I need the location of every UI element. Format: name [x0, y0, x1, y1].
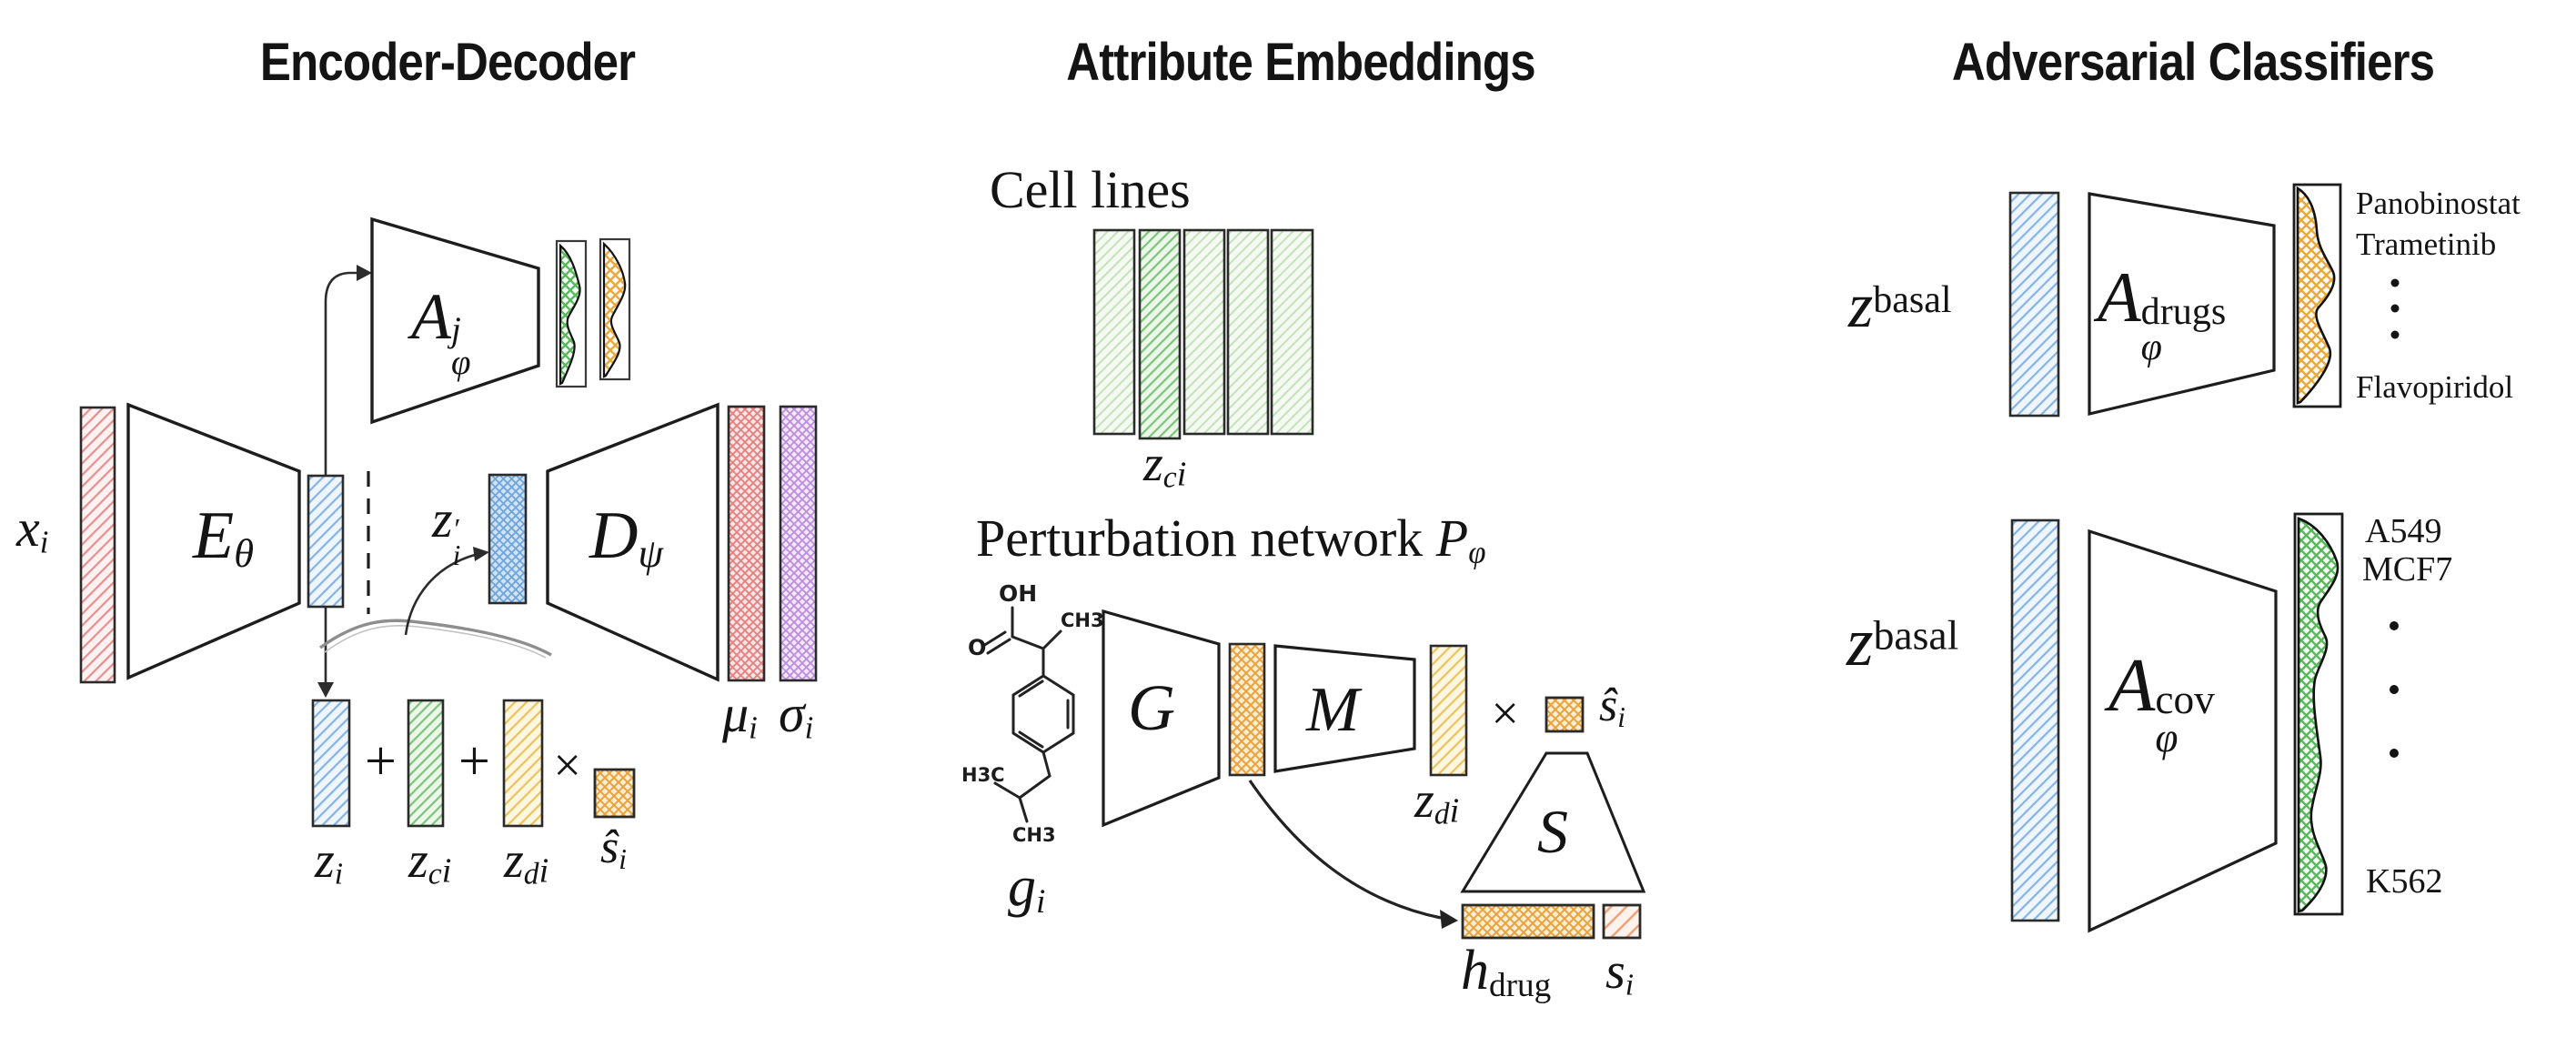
times-operator: × — [550, 738, 584, 792]
z-covariate-component-label: zci — [408, 832, 452, 891]
scaler-trapezoid — [1460, 751, 1646, 893]
dose-label: si — [1605, 943, 1635, 1002]
vertical-ellipsis — [2390, 278, 2400, 339]
covariate-probability-curve — [2297, 517, 2340, 913]
sigma-output-bar — [779, 405, 818, 682]
molecule-o-label: O — [968, 635, 987, 660]
molecule-ch3-bottom-label: CH3 — [1012, 824, 1056, 846]
arrowhead-right-icon — [357, 265, 372, 281]
decoder-trapezoid — [546, 402, 719, 682]
cell-line-embedding-bar — [1226, 228, 1270, 436]
arrow-sum-to-zprime — [404, 553, 476, 636]
combine-swoosh-curve-echo — [324, 624, 547, 659]
dose-input-square — [1602, 903, 1642, 940]
cell-line-embedding-bar-selected — [1138, 228, 1182, 440]
gnn-label: G — [1128, 671, 1175, 744]
covariate-class-label: K562 — [2366, 862, 2443, 901]
drug-classifier-trapezoid — [2088, 192, 2276, 417]
z-basal-input-label-covariates: zbasal — [1846, 604, 1959, 680]
vertical-ellipsis — [2390, 621, 2399, 758]
arrowhead-down-icon — [317, 682, 334, 698]
arrowhead-zprime-icon — [473, 547, 489, 561]
times-operator: × — [1488, 686, 1522, 740]
x-input-label: xi — [16, 498, 49, 560]
gnn-trapezoid — [1102, 609, 1221, 828]
drug-molecule-structure — [981, 606, 1075, 823]
input-gene-expression-bar — [79, 406, 116, 684]
decoder-label: Dψ — [589, 498, 664, 576]
s-hat-dose-label: ŝi — [1599, 680, 1625, 733]
h-drug-label: hdrug — [1461, 940, 1552, 1005]
drug-class-label: Panobinostat — [2356, 186, 2521, 221]
arrowhead-hdrug-icon — [1440, 910, 1458, 929]
encoder-label: Eθ — [193, 498, 255, 576]
h-drug-bar — [1461, 903, 1595, 940]
section-title-encoder-decoder: Encoder-Decoder — [259, 33, 636, 92]
z-covariate-embedding-label: zci — [1143, 436, 1187, 495]
perturbation-network-heading: Perturbation network Pφ — [976, 508, 1486, 570]
aux-dist-orange-curve — [602, 241, 627, 378]
z-basal-input-label-drugs: zbasal — [1848, 271, 1952, 341]
molecule-oh-label: OH — [999, 580, 1038, 607]
z-basal-bar-covariates — [2010, 518, 2060, 922]
plus-operator: + — [455, 730, 493, 792]
z-basal-component-label: zi — [315, 832, 344, 891]
z-drug-component-label: zdi — [504, 832, 549, 891]
combine-swoosh-curve — [319, 619, 552, 657]
covariate-classifier-trapezoid — [2088, 528, 2278, 933]
molecule-ch3-top-label: CH3 — [1061, 609, 1104, 631]
covariate-class-label: A549 — [2365, 512, 2442, 550]
latent-bar — [307, 474, 345, 609]
z-covariate-component-bar — [407, 699, 445, 828]
drug-class-label: Flavopiridol — [2356, 369, 2514, 405]
z-prime-label: z′i — [432, 489, 461, 572]
sigma-label: σi — [779, 684, 814, 746]
section-title-attribute-embeddings: Attribute Embeddings — [1066, 33, 1535, 92]
cell-line-embedding-bar — [1270, 228, 1314, 436]
mapper-label: M — [1306, 675, 1360, 745]
encoder-trapezoid — [126, 402, 301, 680]
drug-embedding-bar — [1429, 644, 1468, 777]
mapper-trapezoid — [1273, 644, 1416, 773]
cell-line-embedding-bar — [1092, 228, 1136, 436]
mu-output-bar — [727, 405, 766, 682]
plus-operator: + — [361, 730, 399, 792]
zprime-bar — [488, 473, 528, 605]
section-title-adversarial-classifiers: Adversarial Classifiers — [1951, 33, 2435, 92]
arrow-latent-to-aux-classifier — [324, 271, 357, 684]
aux-dist-green-curve — [558, 243, 581, 386]
aux-classifier-trapezoid — [370, 216, 540, 425]
arrow-hidden-to-hdrug — [1248, 780, 1442, 920]
s-hat-label: ŝi — [600, 821, 627, 875]
covariate-class-label: MCF7 — [2362, 550, 2453, 589]
scaled-dose-square — [1545, 696, 1585, 733]
z-drug-embedding-label: zdi — [1414, 772, 1460, 831]
drug-hidden-bar — [1228, 642, 1266, 777]
mu-label: μi — [722, 684, 758, 746]
cell-line-embedding-bar — [1182, 228, 1226, 436]
z-drug-component-bar — [502, 699, 544, 828]
cell-lines-heading: Cell lines — [990, 160, 1191, 219]
scaler-label: S — [1537, 797, 1568, 866]
drug-graph-label: gi — [1008, 856, 1046, 921]
drug-class-label: Trametinib — [2356, 226, 2497, 262]
z-basal-component-bar — [311, 699, 351, 828]
dose-scalar-square — [593, 768, 636, 819]
z-basal-bar-drugs — [2008, 191, 2060, 418]
drug-probability-curve — [2296, 186, 2336, 405]
molecule-h3c-label: H3C — [961, 764, 1005, 786]
